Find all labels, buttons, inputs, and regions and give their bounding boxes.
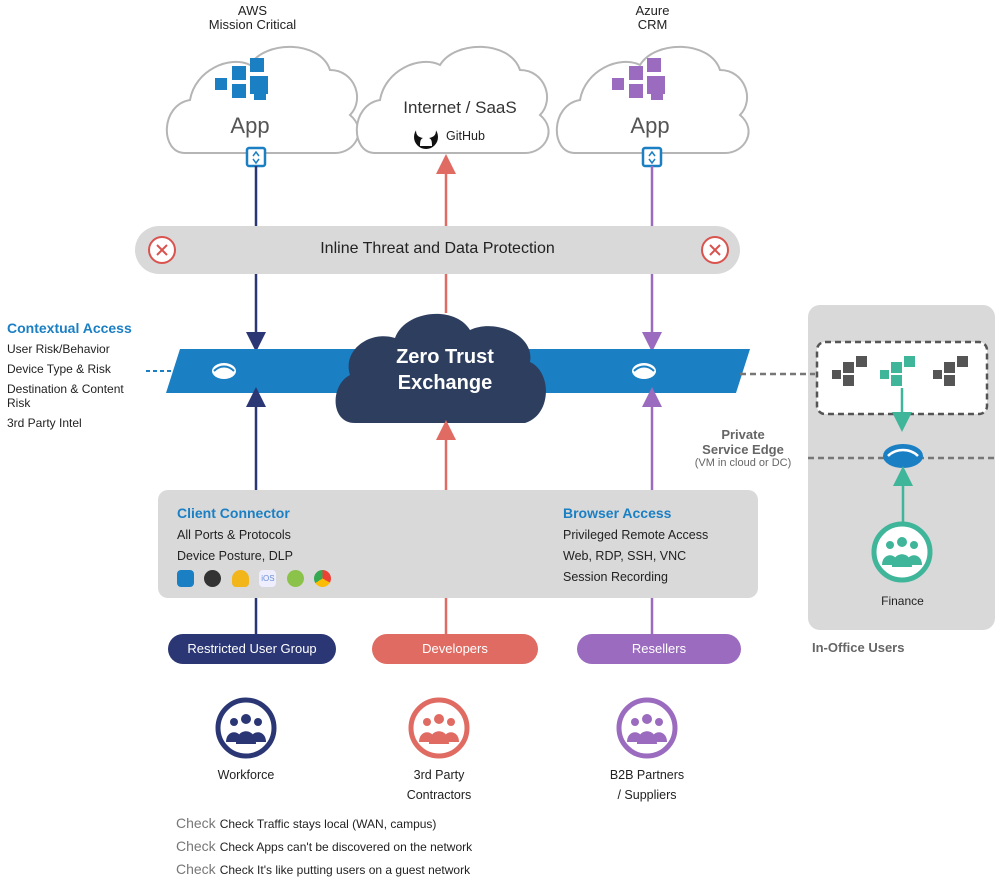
contextual-item: Risk <box>7 396 31 410</box>
browser-access-line: Session Recording <box>563 570 668 584</box>
workforce-label-line1: Workforce <box>217 768 275 782</box>
exchange-cloud <box>335 313 546 423</box>
azure-gateway-icon <box>641 146 663 168</box>
check-text: Check It's like putting users on a guest… <box>219 863 471 877</box>
github-icon <box>414 122 438 149</box>
contractors-label-line1: 3rd Party <box>413 768 465 782</box>
private-app-blocks-icon <box>832 356 968 386</box>
private-edge-line3: (VM in cloud or DC) <box>694 457 792 469</box>
aws-gateway-icon <box>245 146 267 168</box>
macos-icon <box>204 570 222 588</box>
exchange-label: Zero Trust Exchange <box>355 344 535 396</box>
linux-icon <box>231 570 249 588</box>
client-connector: Client Connector All Ports & Protocols D… <box>177 505 337 588</box>
client-connector-line: Device Posture, DLP <box>177 549 294 563</box>
contractors-icon <box>408 697 470 759</box>
aws-app-label: App <box>230 113 270 138</box>
chrome-icon <box>314 570 332 588</box>
windows-icon <box>177 570 194 588</box>
github-label: GitHub <box>446 129 485 143</box>
partners-label-line1: B2B Partners <box>609 768 685 782</box>
aws-caption-line2: Mission Critical <box>208 17 297 32</box>
exchange-line1: Zero Trust <box>396 346 494 368</box>
browser-access-line: Privileged Remote Access <box>563 528 709 542</box>
internet-cloud <box>355 45 550 154</box>
contractors-label-line2: Contractors <box>406 788 472 802</box>
developers-pill: Developers <box>372 634 538 664</box>
restricted-user-group-pill: Restricted User Group <box>168 634 336 664</box>
partners-label: B2B Partners / Suppliers <box>597 765 697 805</box>
contextual-item: User Risk/Behavior <box>7 342 110 356</box>
partners-label-line2: / Suppliers <box>617 788 677 802</box>
check-text: Check Apps can't be discovered on the ne… <box>219 840 473 854</box>
ios-icon: iOS <box>259 570 277 588</box>
in-office-label: In-Office Users <box>812 640 905 655</box>
azure-caption-line2: CRM <box>637 17 668 32</box>
private-edge-label: Private Service Edge (VM in cloud or DC) <box>668 427 818 469</box>
aws-caption-line1: AWS <box>237 3 268 18</box>
aws-app-blocks-icon <box>215 58 268 100</box>
check-text: Check Traffic stays local (WAN, campus) <box>219 817 437 831</box>
client-connector-title: Client Connector <box>177 505 290 521</box>
workforce-icon <box>215 697 277 759</box>
aws-caption: AWS Mission Critical <box>180 4 325 32</box>
private-edge-line1: Private <box>721 427 765 442</box>
partners-icon <box>616 697 678 759</box>
finance-group-icon <box>871 521 933 583</box>
check-word: Check <box>176 815 216 831</box>
exchange-line2: Exchange <box>397 372 493 394</box>
azure-app-label: App <box>630 113 670 138</box>
inline-bar-label: Inline Threat and Data Protection <box>320 240 555 257</box>
client-connector-line: All Ports & Protocols <box>177 528 291 542</box>
os-icons: iOS <box>177 570 337 588</box>
browser-access-line: Web, RDP, SSH, VNC <box>563 549 687 563</box>
contextual-title: Contextual Access <box>7 320 132 336</box>
block-x-icon-right <box>701 236 729 264</box>
zscaler-swirl-icon-left <box>212 363 236 379</box>
internet-title: Internet / SaaS <box>403 98 517 117</box>
azure-app-blocks-icon <box>612 58 665 100</box>
contextual-item: 3rd Party Intel <box>7 416 82 430</box>
check-word: Check <box>176 838 216 854</box>
workforce-label: Workforce <box>196 765 296 785</box>
resellers-pill: Resellers <box>577 634 741 664</box>
access-panel <box>158 490 758 598</box>
finance-app-blocks-icon <box>880 356 915 386</box>
check-word: Check <box>176 861 216 877</box>
contextual-item: Device Type & Risk <box>7 362 111 376</box>
finance-label: Finance <box>881 594 924 608</box>
azure-caption: Azure CRM <box>580 4 725 32</box>
private-edge-line2: Service Edge <box>702 442 784 457</box>
private-edge-swirl-icon <box>883 444 923 468</box>
browser-access-title: Browser Access <box>563 505 672 521</box>
contextual-access: Contextual Access User Risk/Behavior Dev… <box>7 320 157 430</box>
contextual-item: Destination & Content <box>7 382 124 396</box>
block-x-icon-left <box>148 236 176 264</box>
android-icon <box>286 570 304 588</box>
contractors-label: 3rd Party Contractors <box>389 765 489 805</box>
zscaler-swirl-icon-right <box>632 363 656 379</box>
browser-access: Browser Access Privileged Remote Access … <box>563 505 708 584</box>
azure-caption-line1: Azure <box>635 3 670 18</box>
inline-protection-bar <box>135 226 740 274</box>
